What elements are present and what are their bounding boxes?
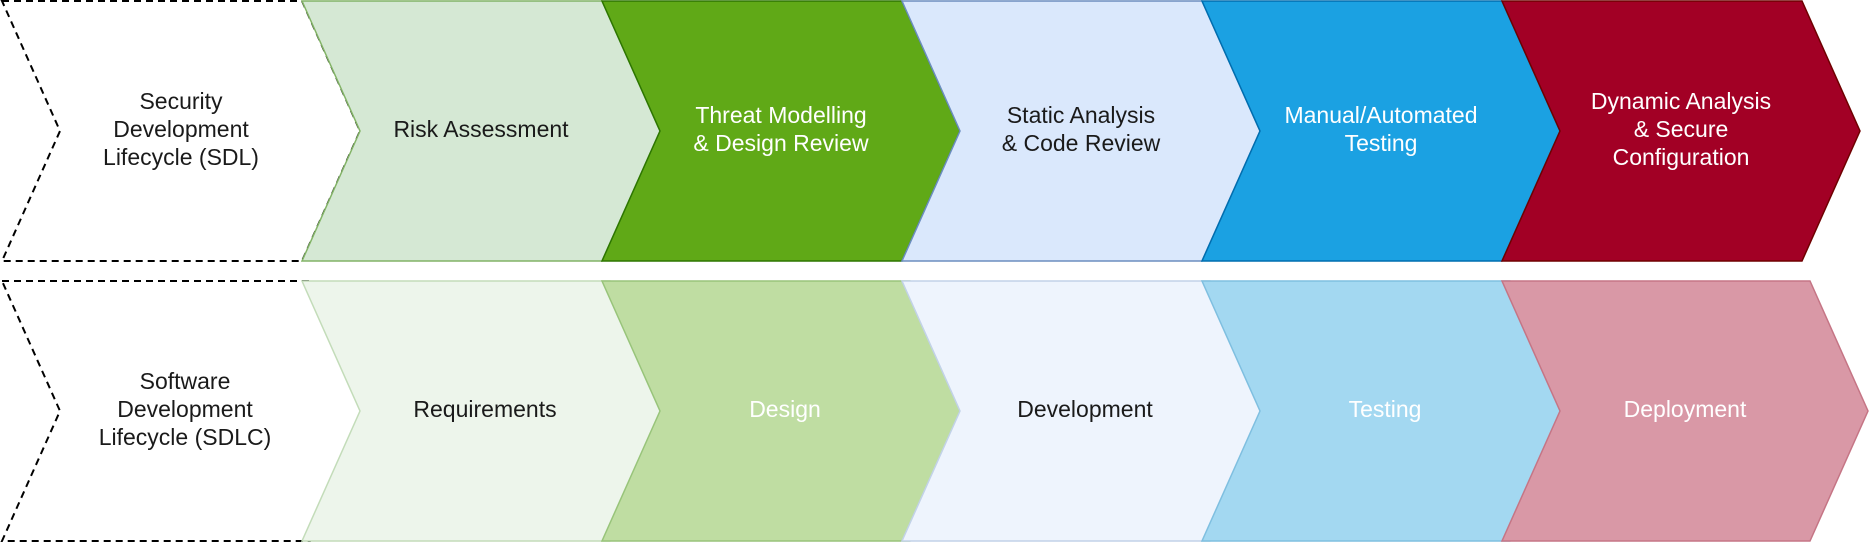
security-development-lifecycle-sdl-label-line: Security: [139, 88, 223, 114]
manual-automated-testing-label-line: Testing: [1345, 130, 1418, 156]
dynamic-analysis-secure-configuration-label-line: Dynamic Analysis: [1591, 88, 1771, 114]
threat-modelling-design-review-label-line: Threat Modelling: [695, 102, 866, 128]
static-analysis-code-review-label-line: & Code Review: [1002, 130, 1161, 156]
deployment-chevron: [1500, 280, 1869, 542]
static-analysis-code-review-label-line: Static Analysis: [1007, 102, 1155, 128]
dynamic-analysis-secure-configuration-label-line: & Secure: [1634, 116, 1729, 142]
dynamic-analysis-secure-configuration-chevron: [1500, 0, 1861, 262]
testing-label-line: Testing: [1349, 396, 1422, 422]
security-development-lifecycle-sdl-label-line: Lifecycle (SDL): [103, 144, 259, 170]
manual-automated-testing-label-line: Manual/Automated: [1284, 102, 1477, 128]
software-development-lifecycle-sdlc-label-line: Development: [117, 396, 253, 422]
deployment-label-line: Deployment: [1624, 396, 1747, 422]
dynamic-analysis-secure-configuration-label-line: Configuration: [1613, 144, 1750, 170]
design-label-line: Design: [749, 396, 821, 422]
development-label-line: Development: [1017, 396, 1153, 422]
security-development-lifecycle-sdl-label-line: Development: [113, 116, 249, 142]
software-development-lifecycle-sdlc-label-line: Lifecycle (SDLC): [99, 424, 272, 450]
threat-modelling-design-review-label-line: & Design Review: [693, 130, 869, 156]
requirements-label-line: Requirements: [413, 396, 556, 422]
software-development-lifecycle-sdlc-label-line: Software: [140, 368, 231, 394]
risk-assessment-label-line: Risk Assessment: [393, 116, 569, 142]
